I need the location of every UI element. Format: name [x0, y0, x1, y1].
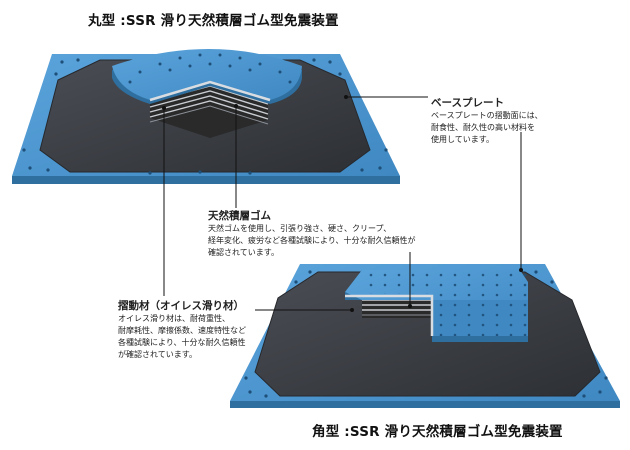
- square-type-isolator: [230, 264, 620, 408]
- callout-base-plate-line: 使用しています。: [431, 135, 494, 144]
- callout-natural-rubber: 天然積層ゴム 天然ゴムを使用し、引張り強さ、硬さ、クリープ、 経年変化、疲労など…: [208, 208, 416, 259]
- callout-natural-rubber-line: 天然ゴムを使用し、引張り強さ、硬さ、クリープ、: [208, 224, 392, 233]
- round-flange-holes: [128, 53, 292, 84]
- callout-base-plate-heading: ベースプレート: [431, 97, 504, 109]
- callout-sliding-material-heading: 摺動材（オイレス滑り材）: [118, 300, 244, 312]
- callout-base-plate-line: ベースプレートの摺動面には、: [431, 111, 543, 120]
- callout-natural-rubber-line: 経年変化、疲労など各種試験により、十分な耐久信頼性が: [208, 236, 416, 245]
- round-base-plate-holes: [22, 58, 388, 175]
- callout-sliding-material: 摺動材（オイレス滑り材） オイレス滑り材は、耐荷重性、 耐摩耗性、摩擦係数、速度…: [118, 298, 246, 361]
- square-base-plate-holes: [244, 270, 608, 398]
- title-square-type: 角型 :SSR 滑り天然積層ゴム型免震装置: [312, 424, 563, 440]
- callout-natural-rubber-line: 確認されています。: [208, 248, 279, 257]
- callout-sliding-material-line: 各種試験により、十分な耐久信頼性: [118, 338, 246, 347]
- round-type-isolator: [12, 49, 400, 184]
- callout-base-plate: ベースプレート ベースプレートの摺動面には、 耐食性、耐久性の高い材料を 使用し…: [431, 95, 543, 146]
- callout-natural-rubber-heading: 天然積層ゴム: [208, 210, 271, 222]
- title-round-type: 丸型 :SSR 滑り天然積層ゴム型免震装置: [88, 13, 339, 29]
- leader-lines: [162, 95, 523, 312]
- square-top-flange: [345, 270, 528, 342]
- callout-sliding-material-line: 耐摩耗性、摩擦係数、速度特性など: [118, 326, 246, 335]
- round-top-flange: [112, 49, 302, 104]
- callout-sliding-material-line: オイレス滑り材は、耐荷重性、: [118, 314, 230, 323]
- callout-sliding-material-line: が確認されています。: [118, 350, 197, 359]
- callout-base-plate-line: 耐食性、耐久性の高い材料を: [431, 123, 535, 132]
